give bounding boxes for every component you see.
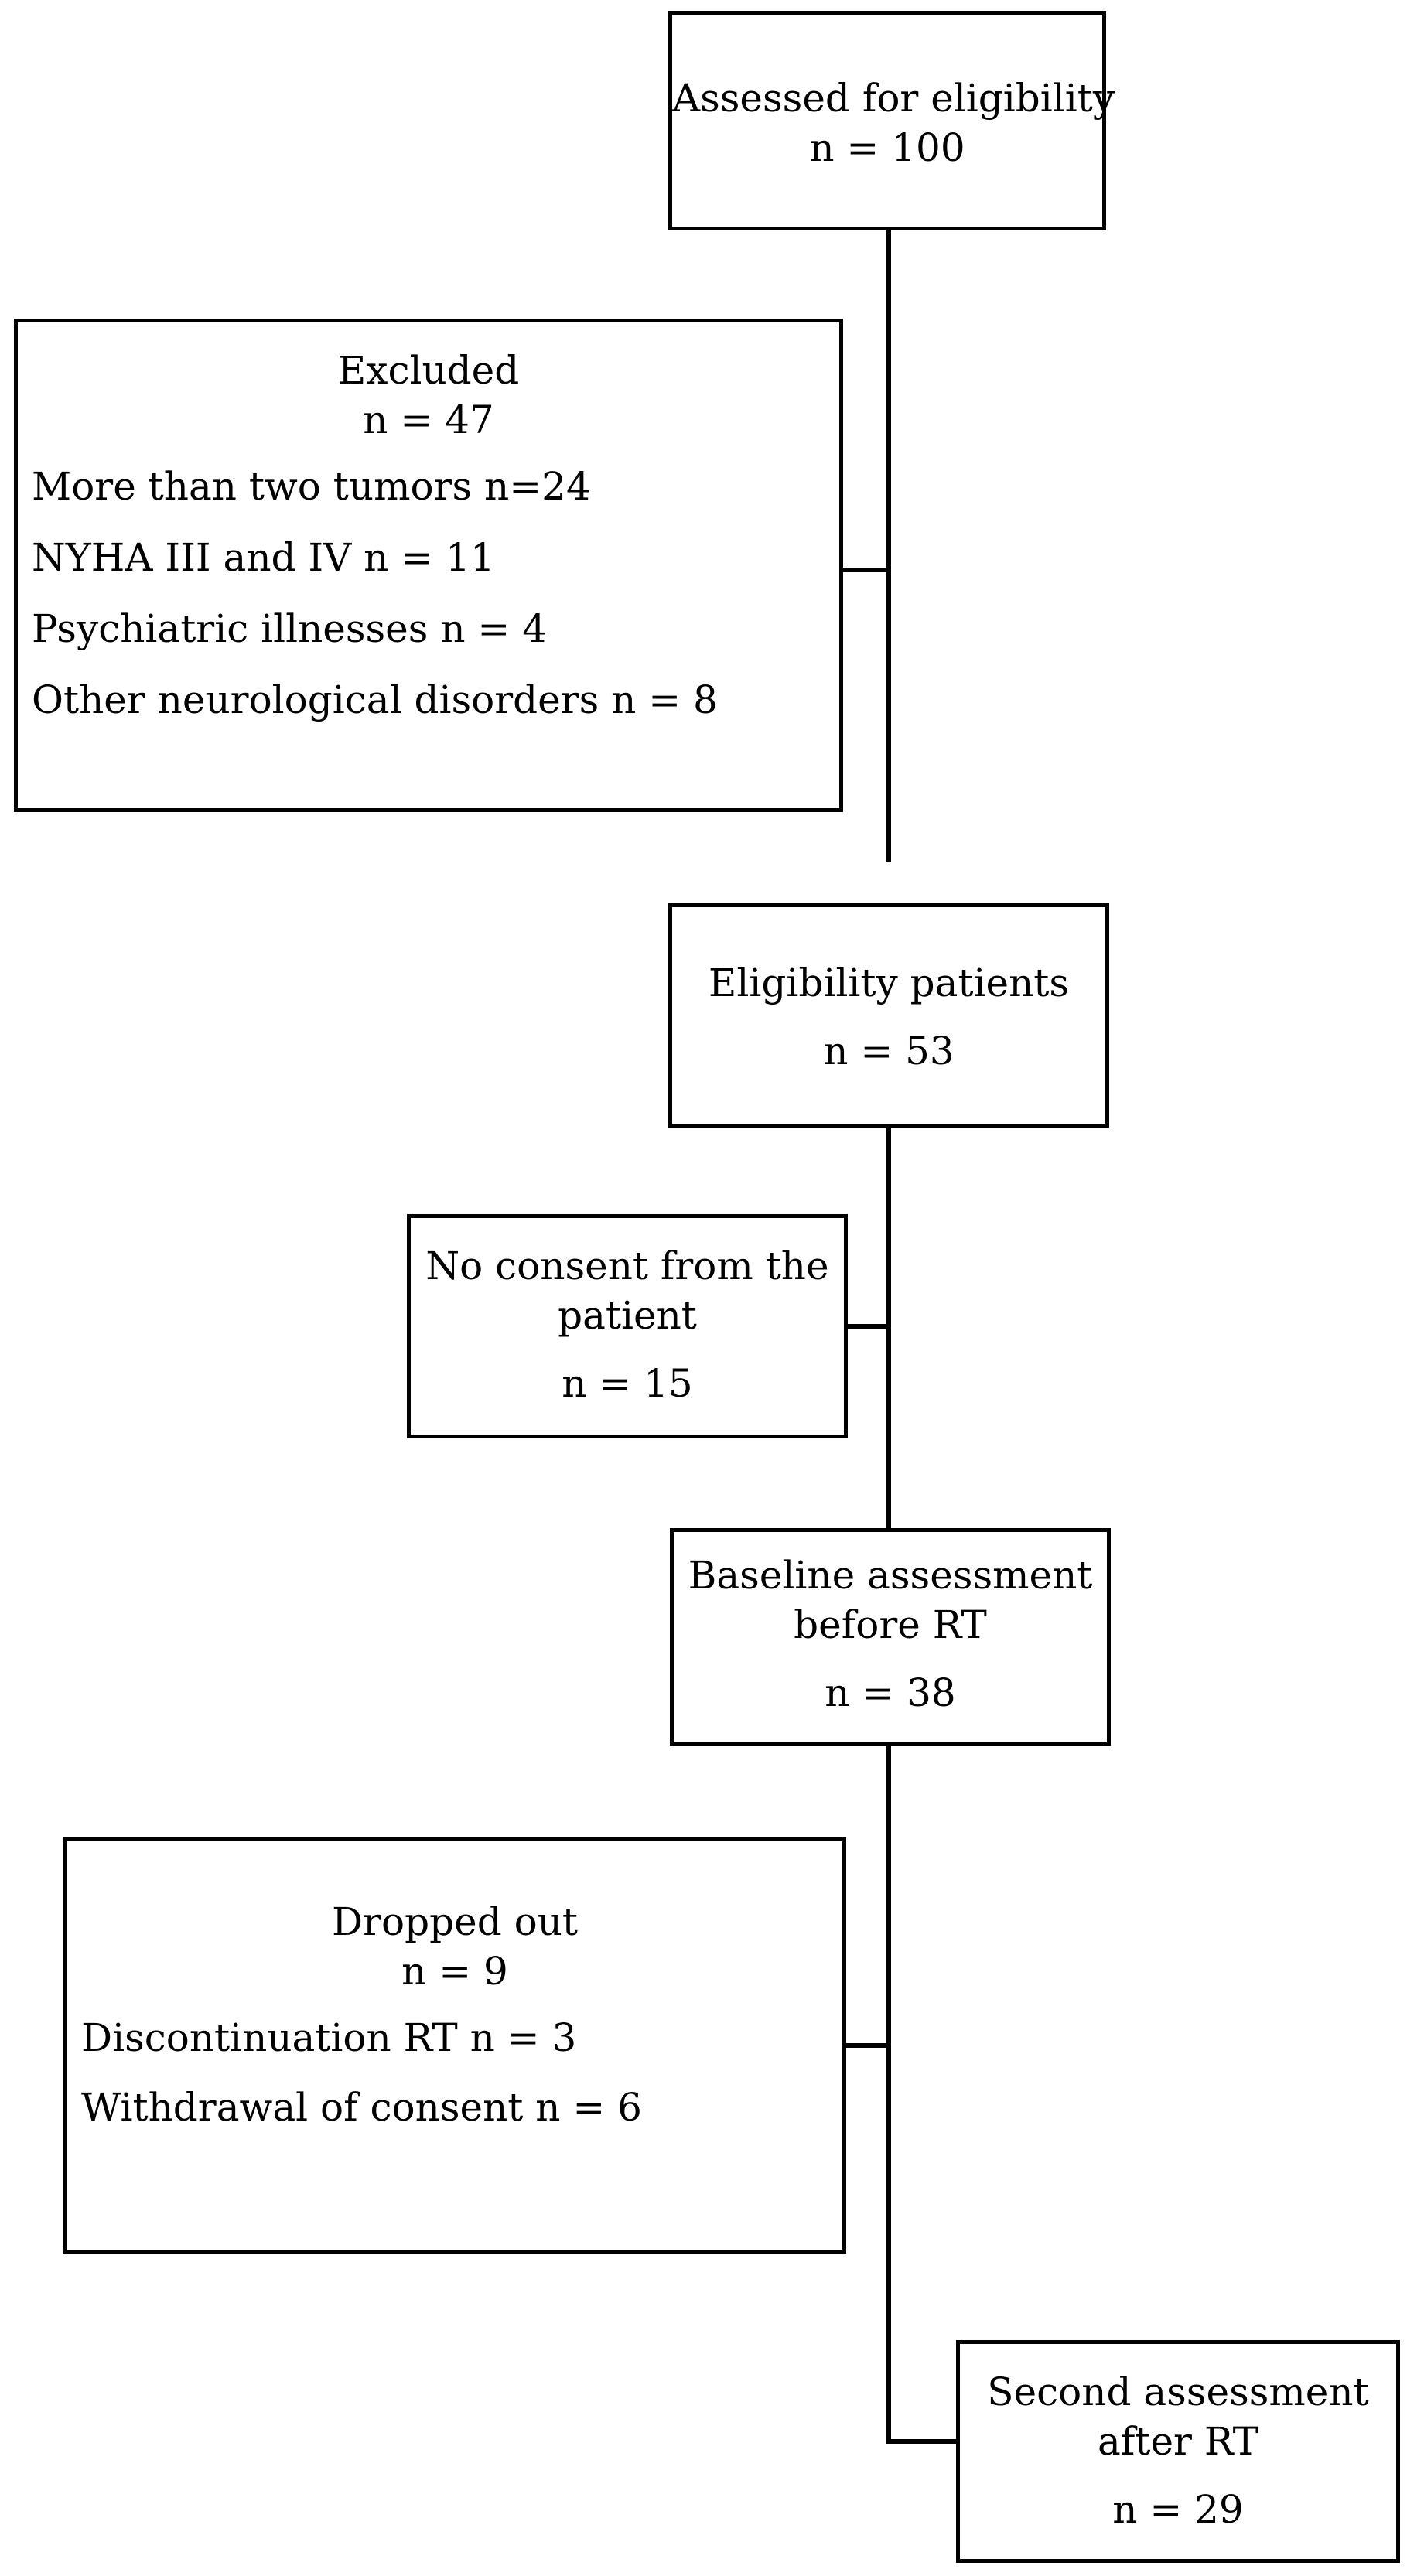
- no-consent-count: n = 15: [562, 1361, 693, 1406]
- excluded-reason: More than two tumors n=24: [32, 464, 591, 509]
- eligible-box: Eligibility patients n = 53: [668, 903, 1109, 1128]
- excluded-reason: Psychiatric illnesses n = 4: [32, 606, 548, 651]
- baseline-title-1: Baseline assessment: [688, 1553, 1093, 1598]
- connector-to-second: [886, 2439, 959, 2444]
- dropped-title: Dropped out: [332, 1899, 578, 1944]
- assessed-box: Assessed for eligibility n = 100: [668, 11, 1115, 230]
- connector-to-no-consent: [843, 1324, 891, 1329]
- baseline-title-2: before RT: [794, 1602, 987, 1647]
- eligible-title: Eligibility patients: [708, 960, 1070, 1005]
- connector-main-vertical-1: [886, 227, 891, 862]
- excluded-reason: Other neurological disorders n = 8: [32, 677, 718, 722]
- dropped-reason: Withdrawal of consent n = 6: [81, 2085, 642, 2130]
- eligible-count: n = 53: [823, 1029, 955, 1073]
- dropped-count: n = 9: [401, 1949, 508, 1994]
- assessed-count: n = 100: [809, 125, 965, 170]
- connector-to-excluded: [838, 568, 891, 572]
- baseline-box: Baseline assessment before RT n = 38: [670, 1528, 1111, 1746]
- connector-to-dropped: [842, 2043, 891, 2048]
- excluded-count: n = 47: [363, 397, 494, 442]
- no-consent-title-2: patient: [558, 1293, 697, 1338]
- baseline-count: n = 38: [825, 1670, 956, 1715]
- excluded-reason: NYHA III and IV n = 11: [32, 535, 495, 580]
- connector-main-vertical-3: [886, 1742, 891, 2444]
- dropped-reason: Discontinuation RT n = 3: [81, 2015, 577, 2060]
- connector-main-vertical-2: [886, 1123, 891, 1539]
- no-consent-title-1: No consent from the: [425, 1244, 829, 1288]
- second-title-1: Second assessment: [987, 2370, 1369, 2414]
- second-count: n = 29: [1112, 2487, 1244, 2532]
- assessed-title: Assessed for eligibility: [672, 76, 1115, 121]
- second-box: Second assessment after RT n = 29: [956, 2340, 1400, 2563]
- excluded-title: Excluded: [337, 348, 520, 393]
- excluded-box: Excluded n = 47 More than two tumors n=2…: [14, 319, 843, 812]
- dropped-box: Dropped out n = 9 Discontinuation RT n =…: [63, 1837, 846, 2254]
- no-consent-box: No consent from the patient n = 15: [407, 1214, 848, 1438]
- second-title-2: after RT: [1098, 2419, 1258, 2464]
